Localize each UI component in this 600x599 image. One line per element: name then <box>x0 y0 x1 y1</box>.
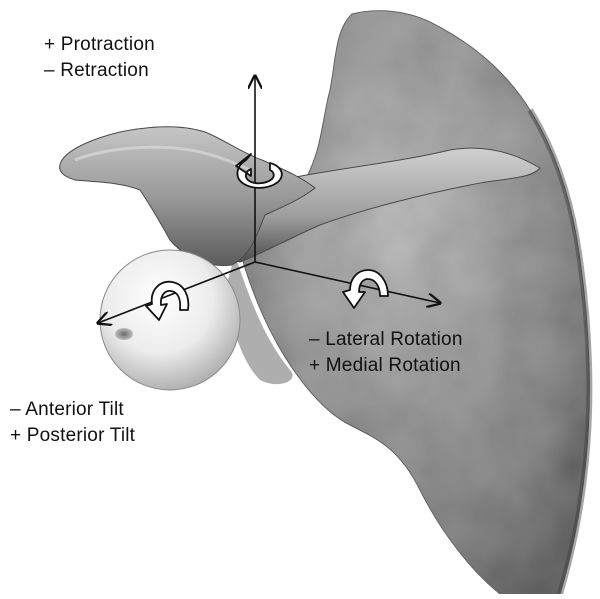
posterior-tilt-label: + Posterior Tilt <box>10 423 135 448</box>
sphere-hole <box>115 328 133 340</box>
protraction-label: + Protraction <box>44 32 155 57</box>
humeral-head-sphere <box>100 250 240 390</box>
anterior-tilt-label: – Anterior Tilt <box>10 397 124 422</box>
retraction-label: – Retraction <box>44 58 149 83</box>
medial-rotation-label: + Medial Rotation <box>309 353 461 378</box>
scapula-bone <box>225 11 589 594</box>
lateral-rotation-label: – Lateral Rotation <box>309 327 463 352</box>
